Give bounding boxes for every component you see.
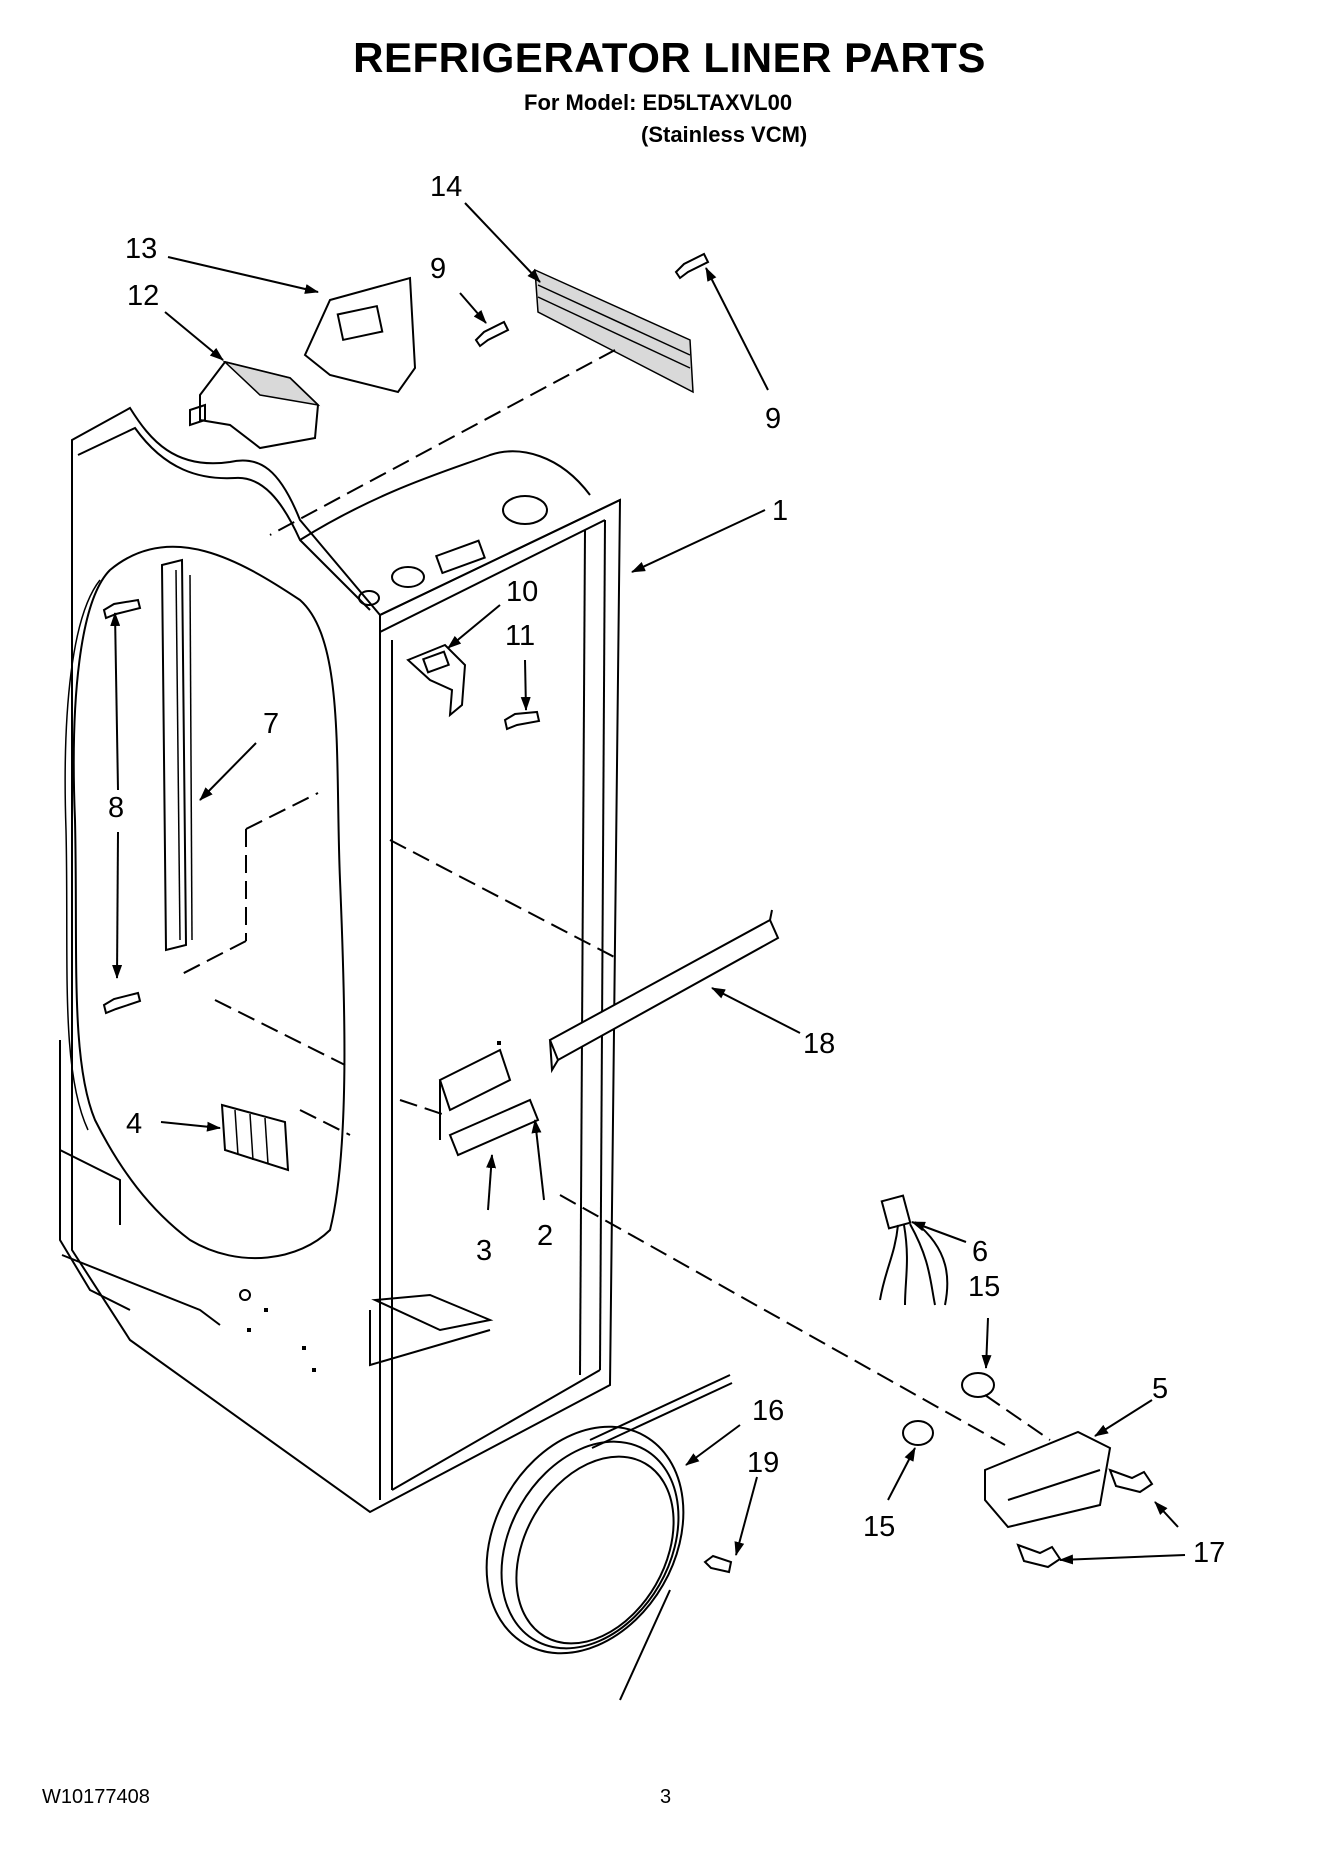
callout-18: 18 — [803, 1028, 835, 1060]
page-number: 3 — [660, 1786, 672, 1808]
part-12-control-housing — [189, 360, 321, 450]
callout-1: 1 — [772, 495, 788, 527]
part-17-fastener-bottom — [1016, 1543, 1062, 1569]
guide-lines — [179, 349, 1051, 1446]
part-9-screw-right — [674, 252, 710, 280]
part-7-rail — [160, 558, 193, 952]
callout-15-upper: 15 — [968, 1271, 1000, 1303]
callout-14: 14 — [430, 171, 462, 203]
callout-17: 17 — [1193, 1537, 1225, 1569]
model-variant: (Stainless VCM) — [641, 122, 808, 147]
callout-2: 2 — [537, 1220, 553, 1252]
model-number: For Model: ED5LTAXVL00 — [524, 90, 793, 115]
part-3-bracket — [448, 1098, 540, 1157]
part-6-wire-harness — [879, 1194, 949, 1306]
part-13-bracket — [303, 276, 417, 394]
page-title: REFRIGERATOR LINER PARTS — [353, 34, 986, 81]
callout-8: 8 — [108, 792, 124, 824]
callout-13: 13 — [125, 233, 157, 265]
callout-6: 6 — [972, 1236, 988, 1268]
callout-12: 12 — [127, 280, 159, 312]
leader-lines — [110, 202, 1186, 1565]
part-2-bracket — [438, 1048, 512, 1140]
part-14-light-shield — [534, 268, 694, 394]
callout-11: 11 — [505, 620, 535, 652]
callout-19: 19 — [747, 1447, 779, 1479]
part-16-tubing — [485, 1374, 733, 1701]
callout-3: 3 — [476, 1235, 492, 1267]
part-4-module — [220, 1103, 290, 1172]
callout-labels: 1 2 3 4 5 6 7 8 9 9 10 11 12 13 14 15 15… — [108, 171, 1225, 1569]
callout-9-right: 9 — [765, 403, 781, 435]
part-11-screw — [503, 710, 541, 731]
callout-4: 4 — [126, 1108, 142, 1140]
part-19-screw — [703, 1554, 733, 1574]
refrigerator-liner — [59, 406, 622, 1514]
callout-9-upper: 9 — [430, 253, 446, 285]
part-17-fastener-top — [1108, 1468, 1154, 1494]
document-number: W10177408 — [42, 1786, 150, 1808]
callout-10: 10 — [506, 576, 538, 608]
part-5-housing — [984, 1430, 1112, 1529]
callout-7: 7 — [263, 708, 279, 740]
part-9-screw-left — [474, 320, 510, 348]
part-15-grommet-top — [961, 1372, 995, 1398]
part-8-screw-top — [102, 598, 142, 620]
part-10-bracket — [406, 643, 467, 718]
part-18-bar — [548, 909, 780, 1074]
callout-5: 5 — [1152, 1373, 1168, 1405]
part-15-grommet-bottom — [902, 1420, 934, 1446]
callout-15-lower: 15 — [863, 1511, 895, 1543]
callout-16: 16 — [752, 1395, 784, 1427]
part-8-screw-bottom — [102, 991, 142, 1015]
